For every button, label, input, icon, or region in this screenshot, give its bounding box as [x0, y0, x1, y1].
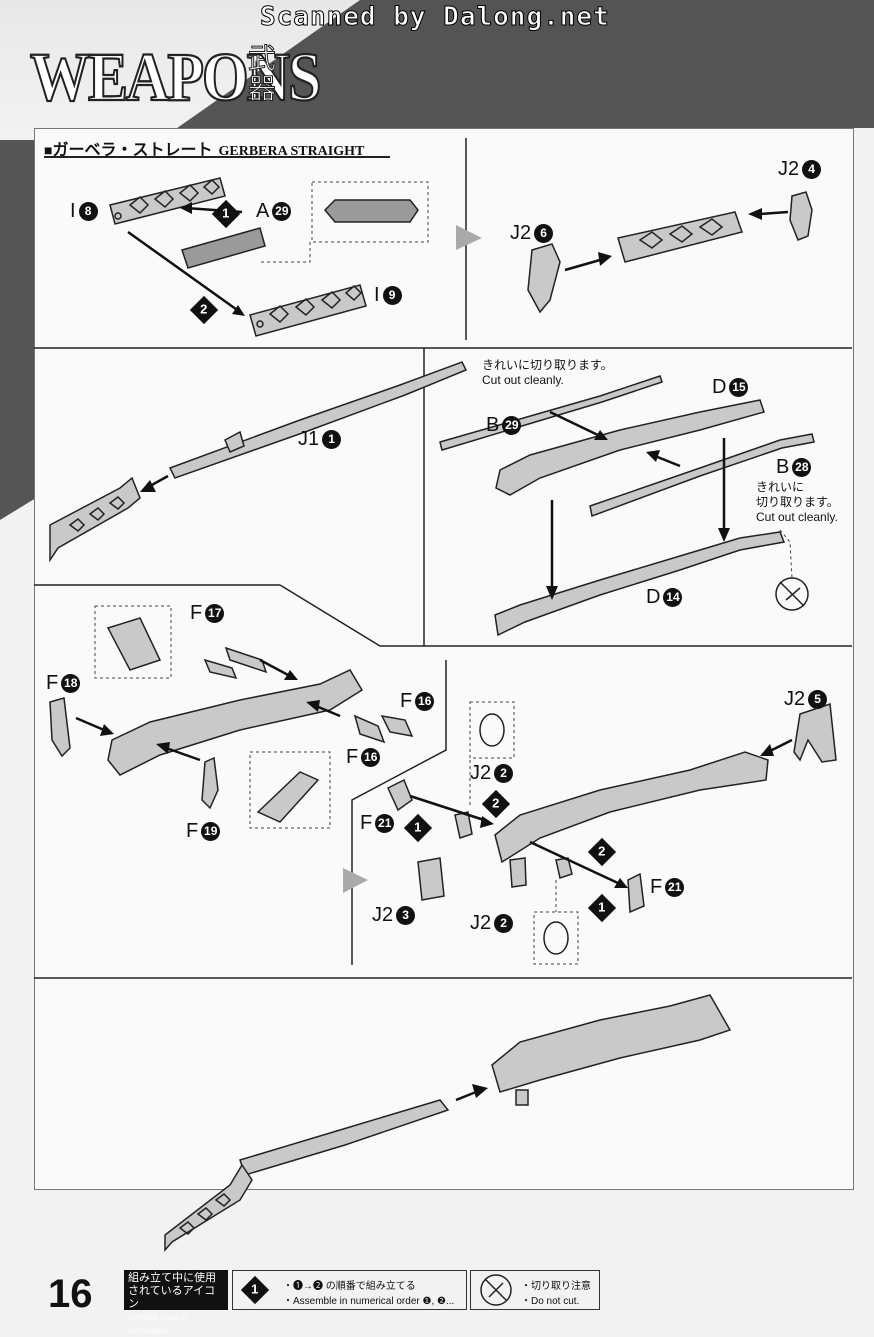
scabbard-half-d15: [495, 399, 765, 496]
scabbard-half-d14: [494, 531, 786, 637]
scabbard-strip-b28: [589, 433, 815, 518]
part-f16b: [353, 714, 386, 744]
square-bullet-icon: ■: [44, 142, 53, 158]
part-f18: [49, 697, 71, 758]
page-title: WEAPONS: [29, 38, 322, 116]
scabbard-assembled-right: [494, 751, 769, 864]
watermark: Scanned by Dalong.net: [260, 2, 610, 33]
page-title-jp: 武器: [248, 42, 277, 105]
do-not-cut-legend: ・切り取り注意 ・Do not cut.: [470, 1270, 600, 1310]
part-f17b: [224, 646, 268, 674]
no-cut-icon: [775, 577, 809, 611]
section-underline: [44, 156, 390, 158]
cut-jp: ・切り取り注意: [521, 1281, 591, 1292]
blade-j1: [168, 361, 468, 479]
final-blade: [239, 1099, 450, 1176]
order-en: ・Assemble in numerical order ❶, ❷...: [283, 1296, 455, 1307]
katana-handle: [49, 476, 141, 563]
section-title-jp: ガーベラ・ストレート: [52, 142, 213, 159]
part-f21b: [627, 872, 645, 914]
final-handle: [164, 1163, 253, 1252]
assembled-handle: [617, 211, 743, 263]
handle-cap-j2-6: [527, 243, 561, 314]
part-f16a: [380, 715, 414, 737]
section-title: ■ガーベラ・ストレート GERBERA STRAIGHT: [44, 136, 364, 160]
section-title-en: GERBERA STRAIGHT: [218, 144, 365, 159]
part-f19: [201, 756, 219, 810]
scabbard-assembled-left: [107, 669, 364, 776]
legend-step-icon: 1: [240, 1275, 270, 1305]
handle-insert-a29: [181, 227, 266, 269]
part-f21a: [387, 778, 413, 812]
cut-cleanly-note-right: きれいに 切り取ります。 Cut out cleanly.: [756, 480, 839, 524]
footer-no-cut-icon: [480, 1274, 512, 1306]
part-f17a: [203, 658, 238, 680]
assembly-order-legend: 1 ・❶→❷ の順番で組み立てる ・Assemble in numerical …: [232, 1270, 467, 1310]
handle-frame-i9: [249, 284, 367, 337]
cut-en: ・Do not cut.: [521, 1296, 580, 1307]
order-jp: ・❶→❷ の順番で組み立てる: [283, 1281, 416, 1292]
part-j2-3: [417, 857, 445, 901]
part-j2-5: [793, 702, 837, 763]
symbols-legend-title: 組み立て中に使用 されているアイコン Symbols used in instr…: [124, 1270, 228, 1335]
cut-cleanly-note-top: きれいに切り取ります。 Cut out cleanly.: [482, 358, 613, 387]
page-number: 16: [48, 1272, 93, 1316]
handle-frame-i8: [109, 177, 226, 225]
final-scabbard: [491, 994, 732, 1093]
handle-end-j2-4: [789, 191, 813, 241]
